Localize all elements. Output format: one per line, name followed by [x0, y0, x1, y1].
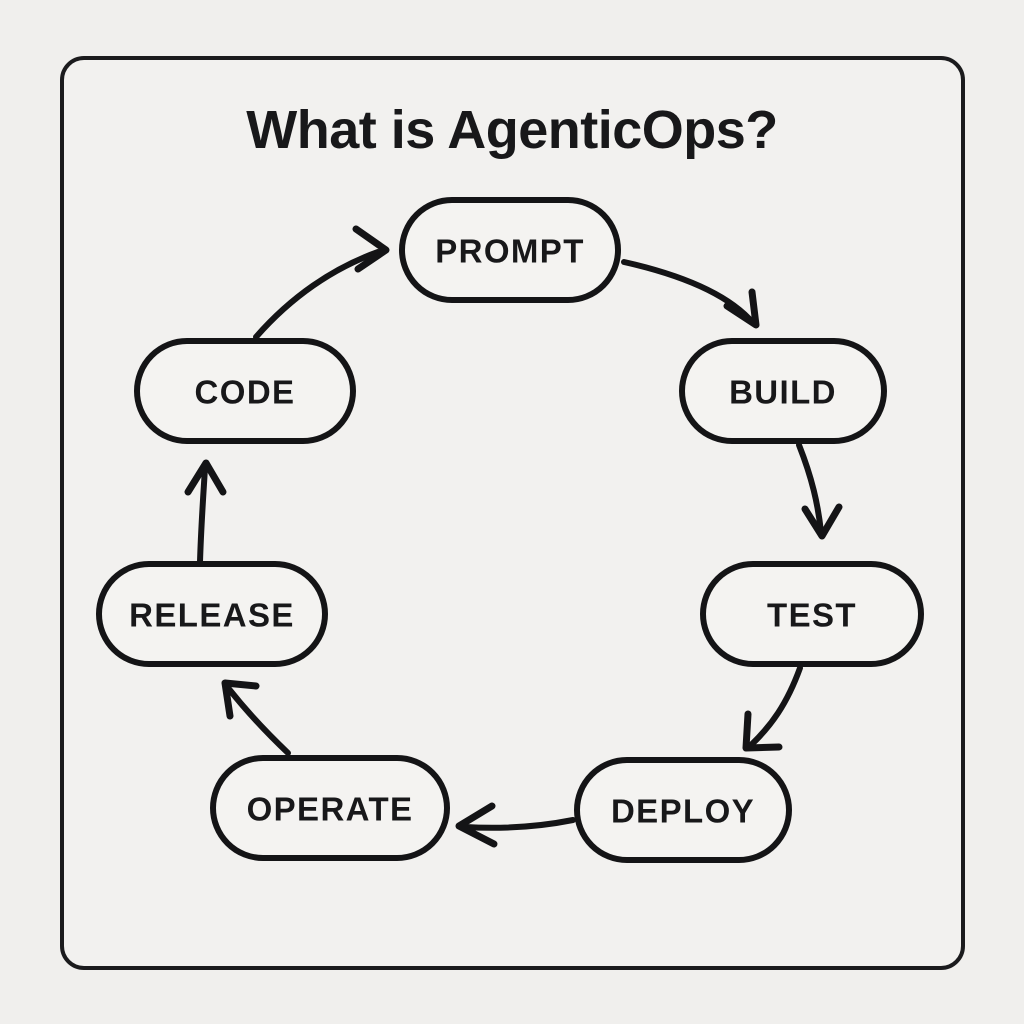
- edge-deploy-to-operate-line: [462, 817, 576, 831]
- node-build-label: BUILD: [729, 374, 837, 411]
- edge-deploy-to-operate: [455, 802, 576, 848]
- node-build[interactable]: BUILD: [679, 338, 887, 444]
- node-release[interactable]: RELEASE: [96, 561, 328, 667]
- node-release-shape[interactable]: [96, 561, 328, 667]
- node-test-shape[interactable]: [700, 561, 924, 667]
- edge-code-to-prompt-arrowhead: [352, 225, 390, 273]
- edge-build-to-test-line: [796, 442, 824, 535]
- node-test[interactable]: TEST: [700, 561, 924, 667]
- node-build-shape[interactable]: [679, 338, 887, 444]
- node-code[interactable]: CODE: [134, 338, 356, 444]
- node-prompt[interactable]: PROMPT: [399, 197, 621, 303]
- node-release-label: RELEASE: [129, 597, 295, 634]
- page-title: What is AgenticOps?: [246, 100, 778, 160]
- edge-release-to-code-line: [197, 465, 208, 565]
- node-deploy[interactable]: DEPLOY: [574, 757, 792, 863]
- node-prompt-shape[interactable]: [399, 197, 621, 303]
- node-code-label: CODE: [195, 374, 296, 411]
- node-code-shape[interactable]: [134, 338, 356, 444]
- edge-build-to-test-arrowhead: [801, 503, 843, 540]
- edge-build-to-test: [796, 442, 843, 540]
- edge-code-to-prompt-line: [253, 249, 381, 340]
- node-operate[interactable]: OPERATE: [210, 755, 450, 861]
- edge-prompt-to-build-arrowhead: [723, 288, 760, 329]
- node-prompt-label: PROMPT: [435, 233, 585, 270]
- node-operate-shape[interactable]: [210, 755, 450, 861]
- node-deploy-shape[interactable]: [574, 757, 792, 863]
- node-test-label: TEST: [767, 597, 857, 634]
- edge-release-to-code-arrowhead: [184, 459, 227, 496]
- edge-deploy-to-operate-arrowhead: [455, 802, 498, 848]
- edge-test-to-deploy-line: [748, 665, 803, 748]
- node-operate-label: OPERATE: [247, 791, 414, 828]
- diagram-frame: [60, 56, 965, 970]
- node-deploy-label: DEPLOY: [611, 793, 755, 830]
- edge-code-to-prompt: [253, 225, 390, 340]
- edge-test-to-deploy: [742, 665, 803, 752]
- edge-operate-to-release-line: [226, 686, 291, 756]
- edge-test-to-deploy-arrowhead: [742, 710, 783, 752]
- edge-release-to-code: [184, 459, 227, 565]
- edge-operate-to-release-arrowhead: [221, 679, 260, 720]
- edge-operate-to-release: [221, 679, 291, 756]
- edge-prompt-to-build: [621, 259, 760, 329]
